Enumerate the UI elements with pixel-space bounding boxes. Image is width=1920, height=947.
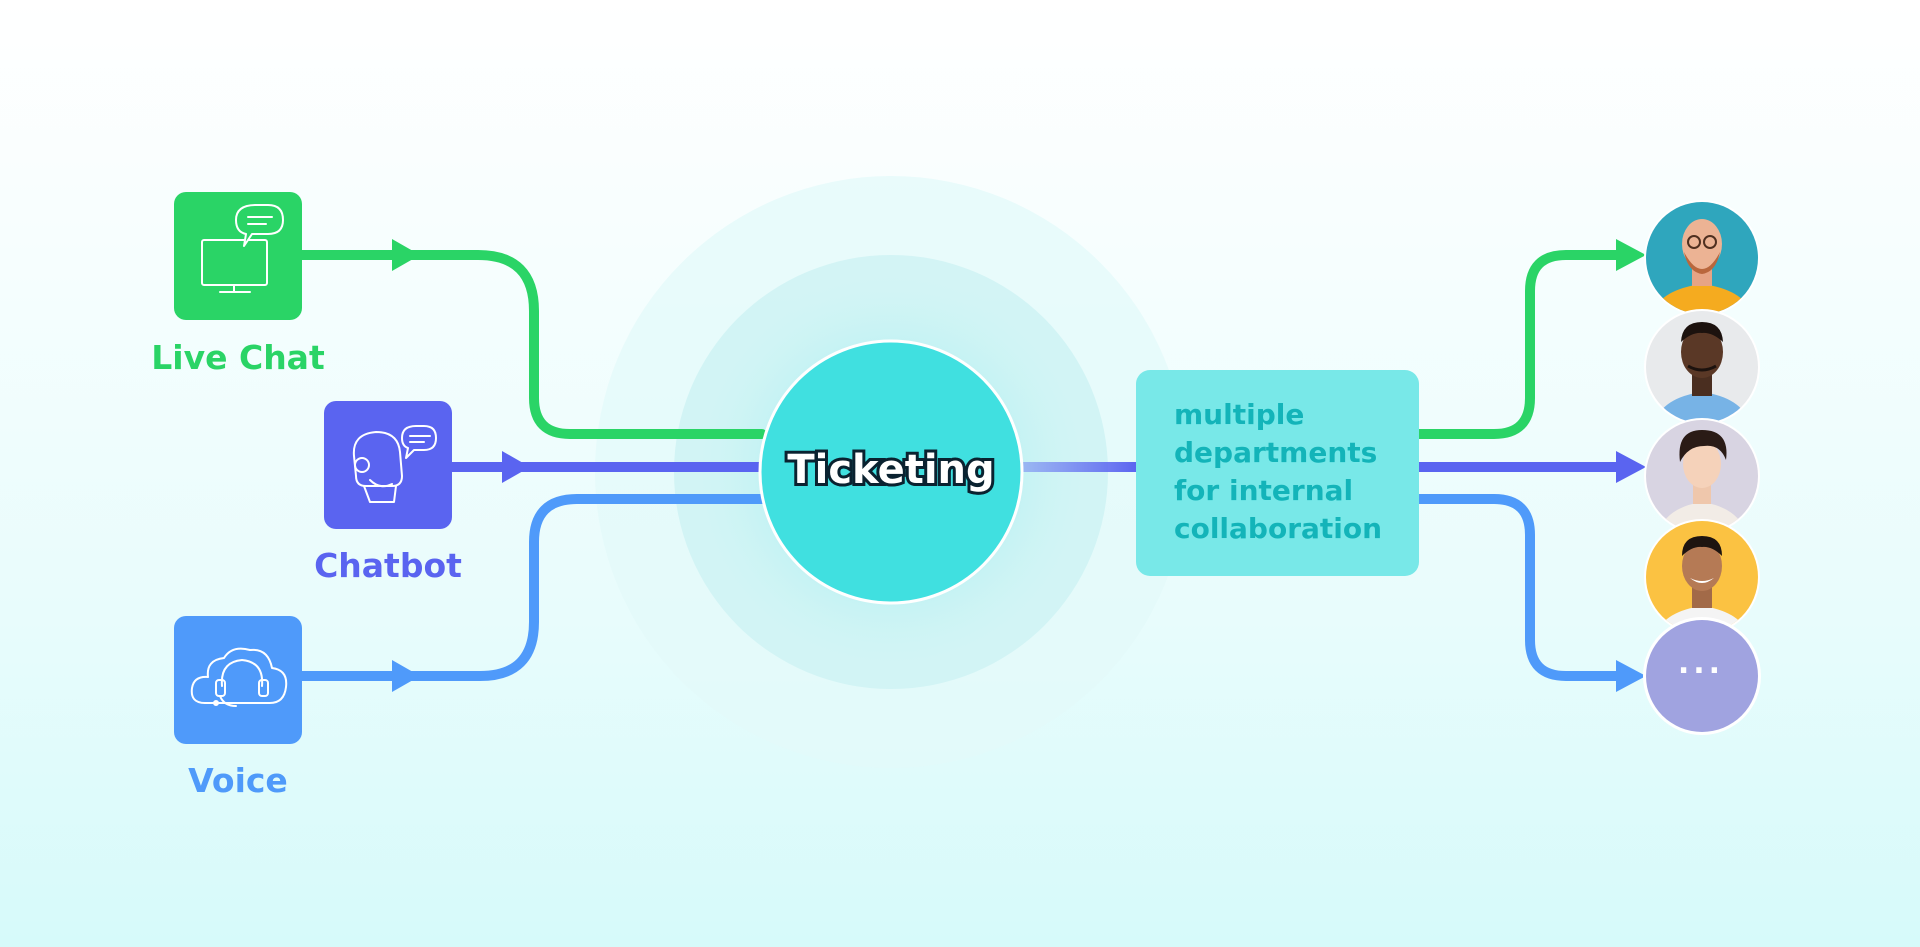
voice-arrowhead — [392, 660, 420, 692]
voice-connector — [297, 494, 767, 681]
agent-3-avatar — [1644, 418, 1760, 534]
departments-line-3: for internal — [1174, 474, 1354, 507]
agent-1-avatar — [1644, 200, 1760, 316]
agent-top-connector — [1419, 250, 1622, 439]
departments-text: multiple departments for internal collab… — [1174, 396, 1414, 548]
ticketing-label: Ticketing — [784, 444, 997, 496]
departments-box — [1136, 370, 1419, 576]
hub-to-departments-connector — [1020, 462, 1138, 472]
voice-label: Voice — [188, 761, 288, 800]
departments-line-1: multiple — [1174, 398, 1305, 431]
more-agents-dots: ... — [1677, 646, 1725, 681]
agent-bottom-connector — [1419, 494, 1622, 681]
live-chat-arrowhead — [392, 239, 420, 271]
more-agents-avatar — [1643, 617, 1761, 735]
chatbot-label: Chatbot — [314, 546, 462, 585]
agent-bottom-arrowhead — [1616, 660, 1646, 692]
cloud-headset-icon — [190, 647, 288, 707]
agent-top-arrowhead — [1616, 239, 1646, 271]
robot-chat-icon — [352, 425, 437, 503]
monitor-chat-icon — [201, 204, 284, 293]
departments-line-4: collaboration — [1174, 512, 1383, 545]
voice-tile — [174, 616, 302, 744]
agent-2-avatar — [1644, 309, 1760, 425]
live-chat-label: Live Chat — [151, 338, 325, 377]
departments-line-2: departments — [1174, 436, 1378, 469]
chatbot-arrowhead — [502, 451, 530, 483]
live-chat-connector — [297, 250, 767, 439]
chatbot-tile — [324, 401, 452, 529]
ticketing-hub — [758, 339, 1024, 605]
agent-middle-arrowhead — [1616, 451, 1646, 483]
